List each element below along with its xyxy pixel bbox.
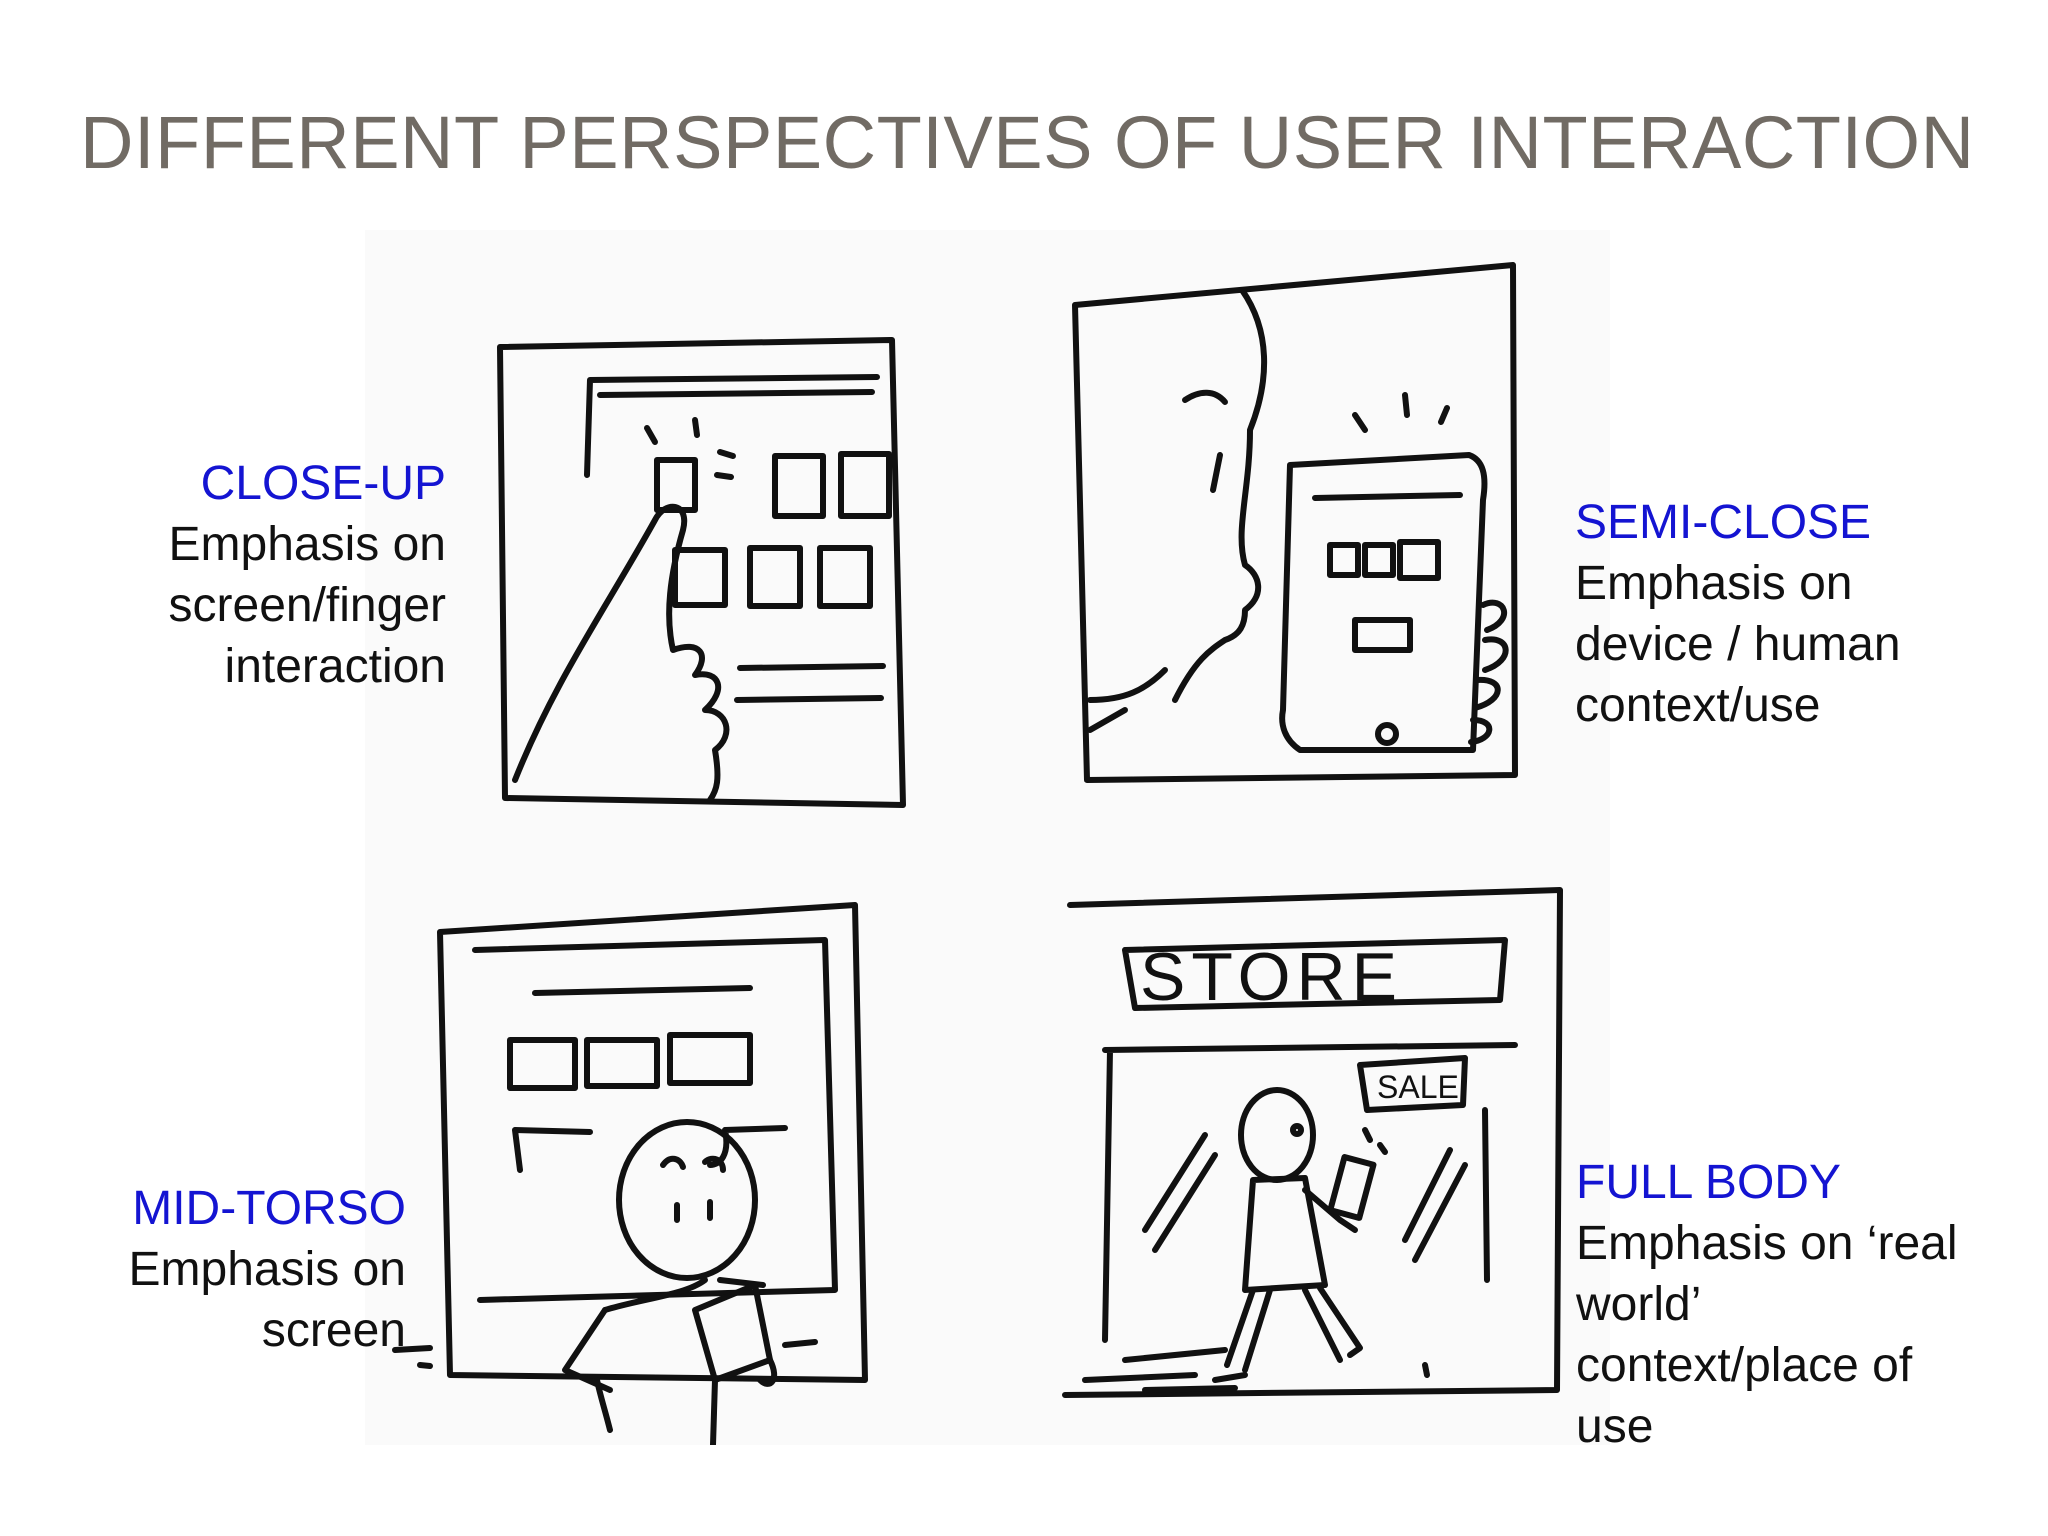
label-semi-close: SEMI-CLOSE Emphasis on device / human co… bbox=[1575, 492, 1975, 736]
close-up-heading: CLOSE-UP bbox=[200, 457, 446, 510]
sketch-canvas: STORE SALE bbox=[392, 262, 1563, 1445]
label-close-up: CLOSE-UP Emphasis on screen/finger inter… bbox=[100, 453, 446, 697]
sketch-mid-torso bbox=[392, 902, 868, 1445]
mid-torso-description: Emphasis on screen bbox=[128, 1243, 406, 1357]
slide-title: DIFFERENT PERSPECTIVES OF USER INTERACTI… bbox=[80, 101, 1975, 184]
sketch-semi-close bbox=[1072, 262, 1518, 783]
close-up-description: Emphasis on screen/finger interaction bbox=[168, 518, 446, 693]
full-body-description: Emphasis on ‘real world’ context/place o… bbox=[1576, 1217, 1958, 1453]
sketch-full-body bbox=[1062, 887, 1563, 1398]
label-mid-torso: MID-TORSO Emphasis on screen bbox=[60, 1178, 406, 1361]
semi-close-description: Emphasis on device / human context/use bbox=[1575, 557, 1901, 732]
mid-torso-heading: MID-TORSO bbox=[132, 1182, 406, 1235]
sketch-close-up bbox=[497, 337, 906, 808]
semi-close-heading: SEMI-CLOSE bbox=[1575, 496, 1872, 549]
label-full-body: FULL BODY Emphasis on ‘real world’ conte… bbox=[1576, 1152, 2016, 1457]
full-body-heading: FULL BODY bbox=[1576, 1156, 1841, 1209]
store-sign-text: STORE bbox=[1140, 939, 1403, 1015]
storyboard-sketches: STORE SALE bbox=[365, 230, 1610, 1445]
sale-sign-text: SALE bbox=[1377, 1069, 1459, 1105]
